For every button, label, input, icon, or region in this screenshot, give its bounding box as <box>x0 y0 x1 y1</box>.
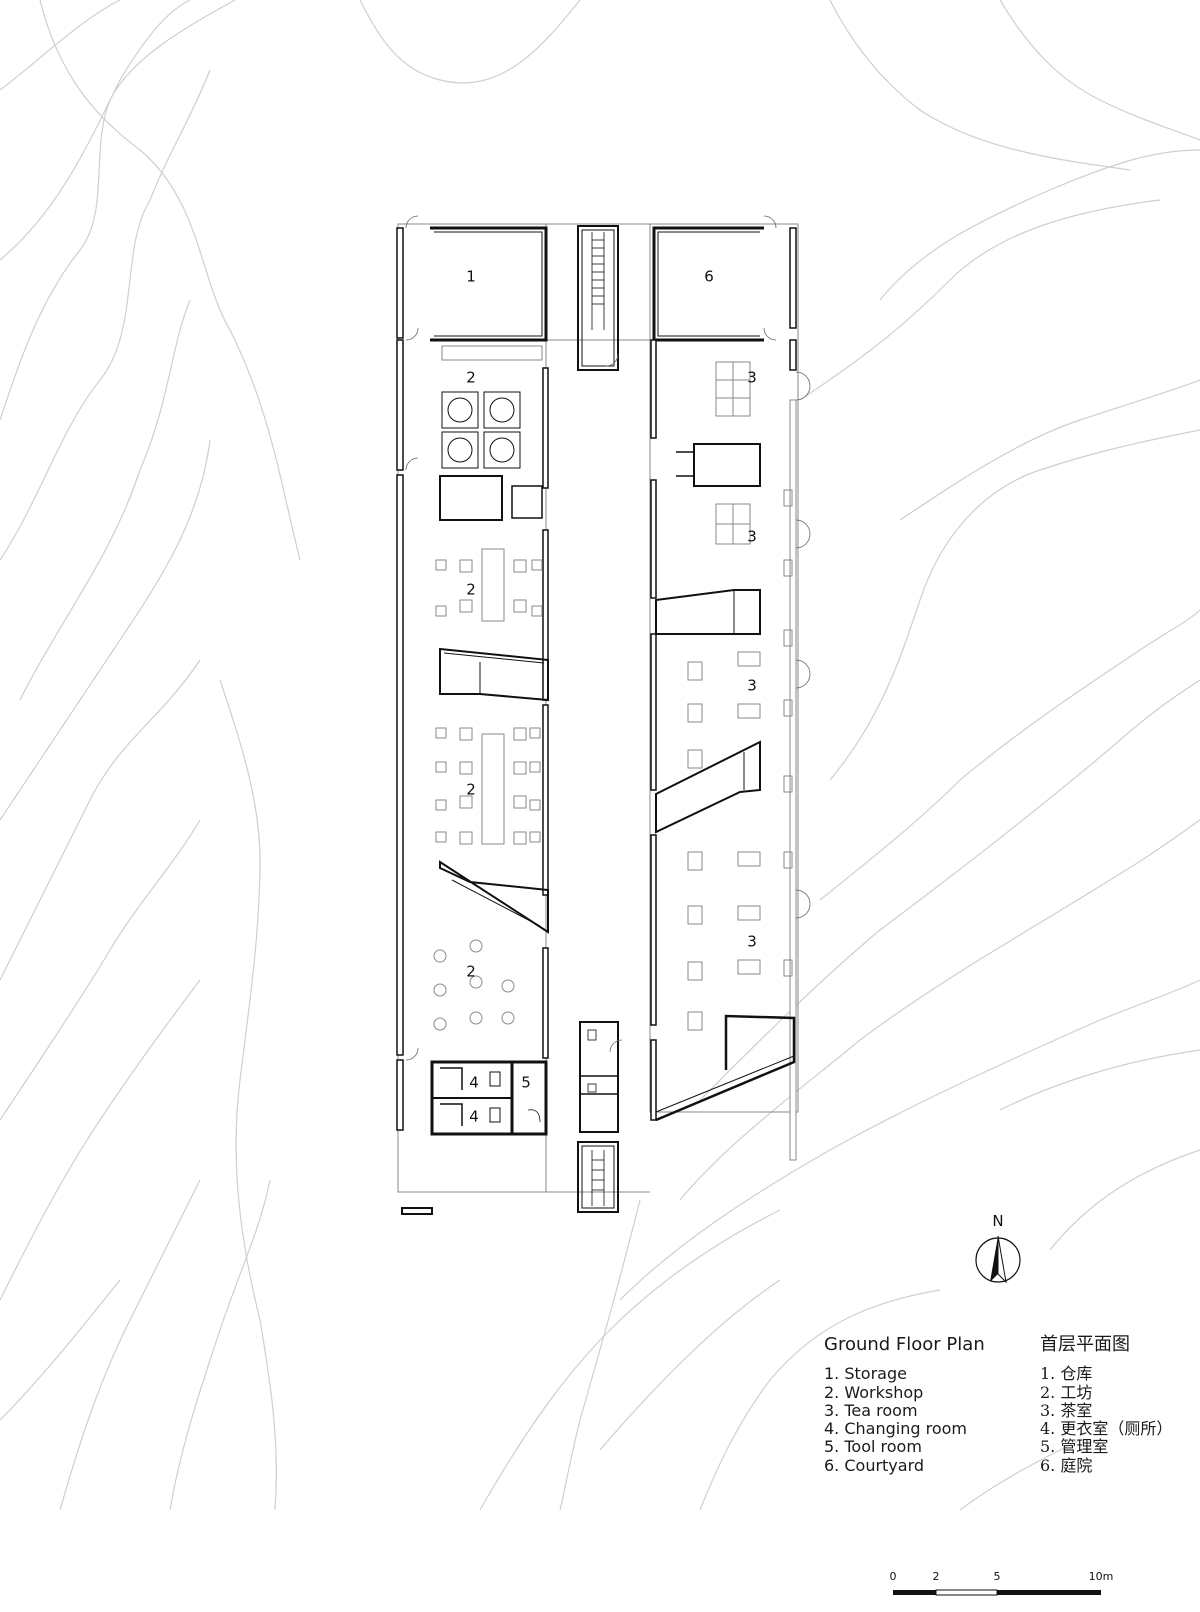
terrain-contours <box>0 0 1200 1511</box>
scale-bar: 0 2 5 10m <box>890 1570 1114 1596</box>
room-label-courtyard: 6 <box>704 268 714 286</box>
legend-item: 2. Workshop <box>824 1382 924 1402</box>
north-arrow-icon <box>990 1236 998 1282</box>
legend-title-zh: 首层平面图 <box>1040 1334 1130 1355</box>
legend-item: 3. Tea room <box>824 1400 918 1420</box>
legend-item-zh: 4. 更衣室（厕所） <box>1040 1419 1173 1439</box>
legend-item: 6. Courtyard <box>824 1455 925 1475</box>
room-label-workshop: 2 <box>466 369 476 387</box>
room-label-changing-room: 4 <box>469 1108 479 1126</box>
room-label-tool-room: 5 <box>521 1074 531 1092</box>
room-label-tea-room: 3 <box>747 677 757 695</box>
legend-item-zh: 2. 工坊 <box>1040 1382 1093 1402</box>
room-label-tea-room: 3 <box>747 528 757 546</box>
legend-title: Ground Floor Plan <box>824 1334 985 1355</box>
room-label-tea-room: 3 <box>747 369 757 387</box>
room-label-tea-room: 3 <box>747 933 757 951</box>
legend-item: 4. Changing room <box>824 1419 967 1439</box>
legend-item: 5. Tool room <box>824 1437 922 1457</box>
legend-item-zh: 6. 庭院 <box>1040 1455 1093 1475</box>
room-label-storage: 1 <box>466 268 476 286</box>
north-letter: N <box>992 1212 1003 1230</box>
legend-item-zh: 5. 管理室 <box>1040 1437 1109 1457</box>
scale-label: 10m <box>1089 1570 1114 1583</box>
building <box>396 215 811 1215</box>
scale-label: 5 <box>994 1570 1001 1583</box>
legend-item-zh: 3. 茶室 <box>1040 1400 1093 1420</box>
room-label-workshop: 2 <box>466 963 476 981</box>
scale-label: 2 <box>933 1570 940 1583</box>
legend-chinese: 首层平面图 1. 仓库 2. 工坊 3. 茶室 4. 更衣室（厕所） 5. 管理… <box>1040 1334 1180 1475</box>
legend-item-zh: 1. 仓库 <box>1040 1364 1093 1384</box>
room-labels: 1 6 2 2 2 2 3 3 3 3 4 4 5 <box>466 268 757 1126</box>
room-label-workshop: 2 <box>466 581 476 599</box>
legend-item: 1. Storage <box>824 1364 907 1384</box>
legend-english: Ground Floor Plan 1. Storage 2. Workshop… <box>824 1334 1024 1475</box>
scale-label: 0 <box>890 1570 897 1583</box>
room-label-changing-room: 4 <box>469 1074 479 1092</box>
north-arrow: N <box>975 1212 1021 1284</box>
room-label-workshop: 2 <box>466 781 476 799</box>
